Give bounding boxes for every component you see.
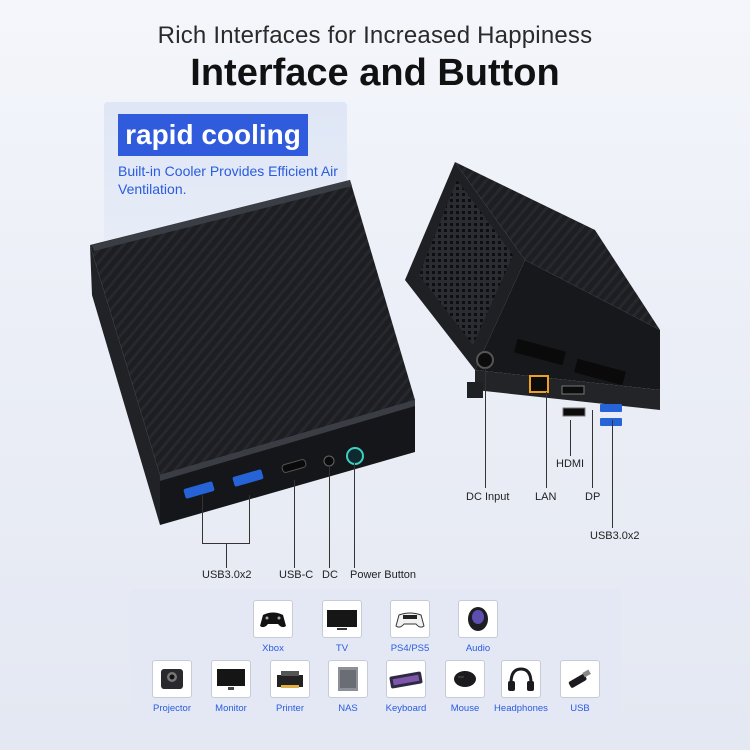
- device-label: Xbox: [262, 643, 284, 654]
- dp-callout-line: [592, 410, 593, 488]
- cooling-description: Built-in Cooler Provides Efficient Air V…: [118, 163, 338, 197]
- device-label: PS4/PS5: [390, 643, 430, 654]
- usb-drive-icon: [560, 660, 600, 698]
- device-label: Mouse: [450, 703, 480, 714]
- device-tv: TV: [312, 600, 372, 654]
- dcinput-callout-line: [485, 368, 486, 488]
- power-callout-line: [354, 462, 355, 568]
- device-label: NAS: [338, 703, 358, 714]
- label-dp: DP: [585, 491, 601, 503]
- usb-callout-line-right: [249, 495, 250, 543]
- dc-callout-line: [329, 467, 330, 568]
- usb-callout-stem: [226, 543, 227, 568]
- device-projector: Projector: [142, 660, 202, 714]
- label-usbc: USB-C: [279, 569, 314, 581]
- rear-usb-callout-line: [612, 420, 613, 528]
- label-power-button: Power Button: [350, 569, 417, 581]
- device-usb: USB: [550, 660, 610, 714]
- device-headphones: Headphones: [491, 660, 551, 714]
- device-label: Headphones: [494, 703, 548, 714]
- ps-controller-icon: [390, 600, 430, 638]
- label-rear-usb: USB3.0x2: [590, 530, 640, 542]
- hdmi-callout-line: [570, 420, 571, 456]
- usb-callout-line-left: [202, 495, 203, 543]
- device-audio: Audio: [448, 600, 508, 654]
- label-front-usb: USB3.0x2: [202, 569, 252, 581]
- label-lan: LAN: [535, 491, 557, 503]
- monitor-icon: [211, 660, 251, 698]
- tv-icon: [322, 600, 362, 638]
- device-label: USB: [570, 703, 590, 714]
- usbc-callout-line: [294, 480, 295, 568]
- subtitle: Rich Interfaces for Increased Happiness: [157, 22, 593, 49]
- device-ps4-ps5: PS4/PS5: [380, 600, 440, 654]
- device-nas: NAS: [318, 660, 378, 714]
- keyboard-icon: [386, 660, 426, 698]
- device-keyboard: Keyboard: [376, 660, 436, 714]
- mini-pc-front-image: [90, 180, 415, 525]
- label-dc-input: DC Input: [466, 491, 510, 503]
- device-label: Monitor: [215, 703, 247, 714]
- device-label: Printer: [276, 703, 304, 714]
- device-mouse: Mouse: [435, 660, 495, 714]
- device-monitor: Monitor: [201, 660, 261, 714]
- label-dc: DC: [322, 569, 338, 581]
- cooling-badge: rapid cooling: [118, 114, 308, 156]
- page-title: Interface and Button: [190, 52, 560, 94]
- xbox-icon: [253, 600, 293, 638]
- device-label: TV: [335, 643, 349, 654]
- headphones-icon: [501, 660, 541, 698]
- mini-pc-rear-image: [405, 162, 660, 426]
- device-label: Keyboard: [385, 703, 427, 714]
- mouse-icon: [445, 660, 485, 698]
- lan-callout-line: [546, 392, 547, 488]
- device-compatibility-panel: [129, 589, 621, 725]
- device-label: Projector: [152, 703, 191, 714]
- speaker-icon: [458, 600, 498, 638]
- device-printer: Printer: [260, 660, 320, 714]
- device-xbox: Xbox: [243, 600, 303, 654]
- projector-icon: [152, 660, 192, 698]
- device-label: Audio: [465, 643, 491, 654]
- nas-icon: [328, 660, 368, 698]
- printer-icon: [270, 660, 310, 698]
- label-hdmi: HDMI: [556, 458, 585, 470]
